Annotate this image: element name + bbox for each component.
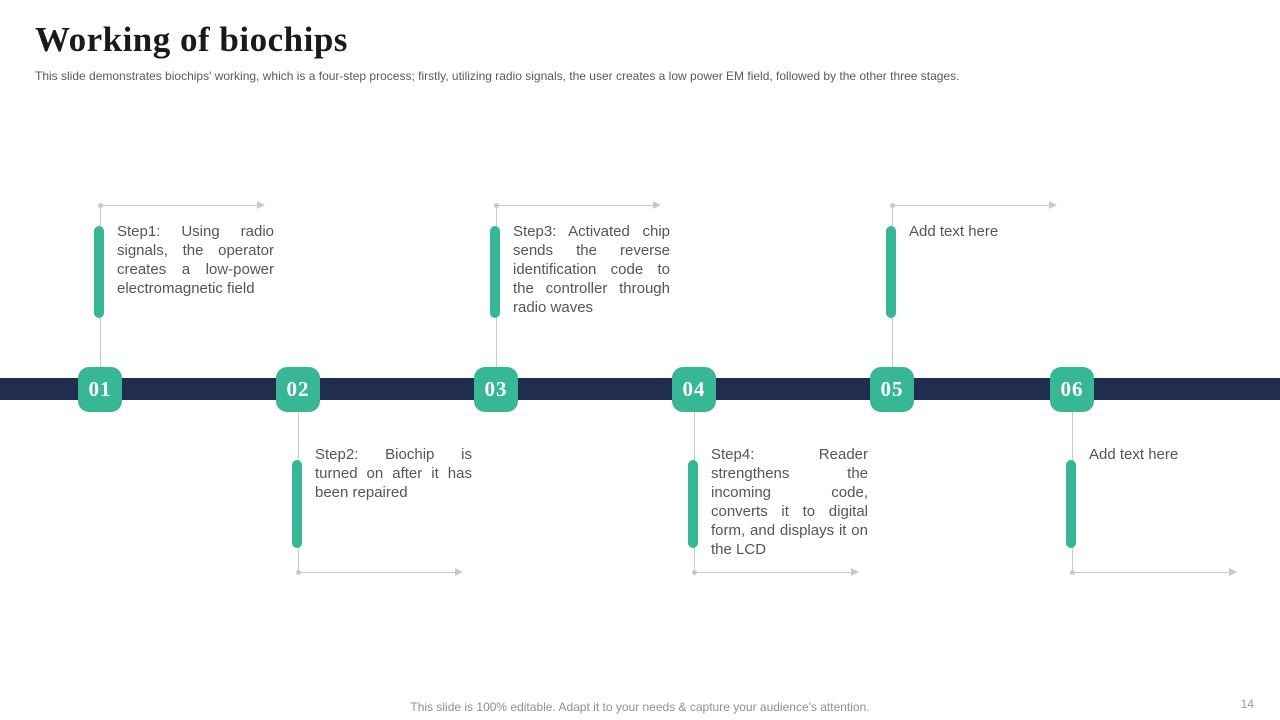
accent-bar bbox=[292, 460, 302, 548]
connector-horizontal-line bbox=[494, 201, 661, 209]
connector-dot-icon bbox=[692, 570, 697, 575]
accent-bar bbox=[688, 460, 698, 548]
accent-bar bbox=[886, 226, 896, 318]
accent-bar bbox=[490, 226, 500, 318]
step-text: Step2: Biochip is turned on after it has… bbox=[315, 446, 472, 501]
arrow-right-icon bbox=[257, 201, 265, 209]
connector-dot-icon bbox=[494, 203, 499, 208]
connector-horizontal-line bbox=[692, 568, 859, 576]
step-text: Step4: Reader strengthens the incoming c… bbox=[711, 446, 868, 558]
page-number: 14 bbox=[1240, 697, 1254, 711]
connector-dot-icon bbox=[296, 570, 301, 575]
text-placeholder[interactable]: Add text here bbox=[909, 223, 999, 240]
accent-bar bbox=[1066, 460, 1076, 548]
text-placeholder[interactable]: Add text here bbox=[1089, 446, 1179, 463]
connector-horizontal-line bbox=[890, 201, 1057, 209]
accent-bar bbox=[94, 226, 104, 318]
arrow-right-icon bbox=[1049, 201, 1057, 209]
connector-dot-icon bbox=[1070, 570, 1075, 575]
arrow-right-icon bbox=[1229, 568, 1237, 576]
timeline-bar bbox=[0, 378, 1280, 400]
page-title: Working of biochips bbox=[35, 20, 348, 59]
step-text: Step3: Activated chip sends the reverse … bbox=[513, 223, 670, 316]
step-number-badge: 01 bbox=[78, 367, 122, 412]
slide-subtitle: This slide demonstrates biochips' workin… bbox=[35, 69, 960, 83]
step-number-badge: 02 bbox=[276, 367, 320, 412]
connector-horizontal-line bbox=[1070, 568, 1237, 576]
step-text: Step1: Using radio signals, the operator… bbox=[117, 223, 274, 297]
arrow-right-icon bbox=[455, 568, 463, 576]
step-number-badge: 04 bbox=[672, 367, 716, 412]
connector-horizontal-line bbox=[98, 201, 265, 209]
connector-dot-icon bbox=[890, 203, 895, 208]
footer-note: This slide is 100% editable. Adapt it to… bbox=[410, 700, 870, 714]
step-number-badge: 03 bbox=[474, 367, 518, 412]
arrow-right-icon bbox=[653, 201, 661, 209]
step-number-badge: 05 bbox=[870, 367, 914, 412]
connector-horizontal-line bbox=[296, 568, 463, 576]
arrow-right-icon bbox=[851, 568, 859, 576]
connector-dot-icon bbox=[98, 203, 103, 208]
step-number-badge: 06 bbox=[1050, 367, 1094, 412]
